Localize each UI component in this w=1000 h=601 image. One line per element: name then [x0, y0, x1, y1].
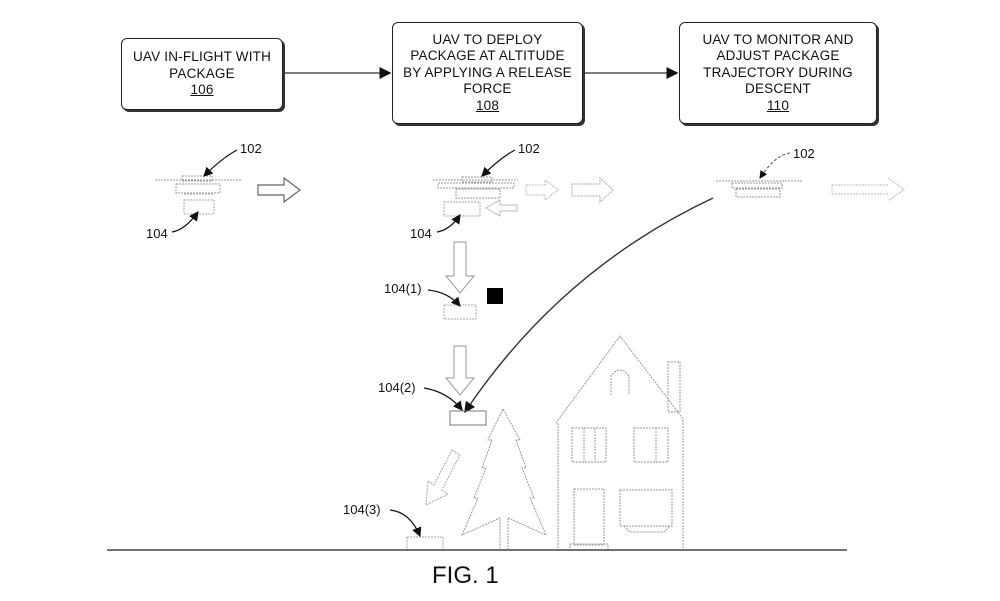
step-box-110: UAV TO MONITOR AND ADJUST PACKAGE TRAJEC… [679, 22, 877, 124]
step-106-line-1: UAV IN-FLIGHT WITH [132, 49, 272, 65]
step-108-line-4: FORCE [463, 81, 512, 97]
uav-drone-1 [155, 175, 242, 194]
label-102-uav-1: 102 [240, 141, 262, 156]
leader-102-uav-2 [481, 149, 516, 177]
motion-arrow-right-2a [525, 178, 559, 202]
house-illustration [555, 335, 685, 551]
figure-caption: FIG. 1 [432, 562, 499, 589]
leader-104-2 [423, 387, 463, 411]
descent-arrow-2 [444, 345, 476, 396]
step-110-line-1: UAV TO MONITOR AND [702, 31, 854, 47]
label-104-package-1: 104 [146, 226, 168, 241]
motion-arrow-right-1 [257, 176, 301, 204]
label-102-uav-3: 102 [793, 146, 815, 161]
leader-102-uav-1 [203, 149, 238, 177]
marker-square [487, 288, 503, 304]
uav-drone-3 [716, 180, 802, 198]
leader-104-3 [389, 509, 422, 538]
step-108-line-3: BY APPLYING A RELEASE [403, 64, 572, 80]
step-106-ref: 106 [190, 82, 214, 98]
package-stage-2 [449, 410, 487, 426]
step-box-108: UAV TO DEPLOY PACKAGE AT ALTITUDE BY APP… [392, 22, 583, 124]
step-110-line-2: ADJUST PACKAGE [716, 48, 840, 64]
step-108-line-1: UAV TO DEPLOY [432, 31, 543, 47]
package-stage-1 [443, 304, 477, 320]
descent-arrow-1 [444, 241, 476, 294]
descent-arrow-3 [425, 449, 461, 506]
package-stage-3 [406, 536, 444, 551]
motion-arrow-right-3 [831, 177, 905, 202]
package-2 [443, 201, 481, 217]
label-104-3: 104(3) [343, 502, 381, 517]
uav-drone-2 [433, 176, 518, 199]
label-104-2: 104(2) [378, 380, 416, 395]
step-box-106: UAV IN-FLIGHT WITH PACKAGE 106 [121, 38, 283, 110]
package-1 [183, 193, 215, 215]
leader-104-package-2 [436, 214, 461, 233]
step-110-ref: 110 [766, 97, 790, 113]
leader-104-1 [427, 289, 461, 307]
trajectory-monitor-curve [464, 197, 714, 414]
step-108-line-2: PACKAGE AT ALTITUDE [410, 48, 565, 64]
leader-102-uav-3 [759, 152, 791, 179]
step-110-line-4: DESCENT [745, 81, 811, 97]
motion-arrow-right-2b [571, 176, 614, 204]
label-102-uav-2: 102 [518, 141, 540, 156]
label-104-package-2: 104 [410, 226, 432, 241]
label-104-1: 104(1) [384, 281, 422, 296]
leader-104-package-1 [171, 211, 199, 233]
step-106-line-2: PACKAGE [169, 65, 235, 81]
step-110-line-3: TRAJECTORY DURING [703, 64, 853, 80]
tree-illustration [461, 408, 547, 550]
release-force-arrow [484, 199, 518, 217]
step-108-ref: 108 [475, 97, 500, 113]
